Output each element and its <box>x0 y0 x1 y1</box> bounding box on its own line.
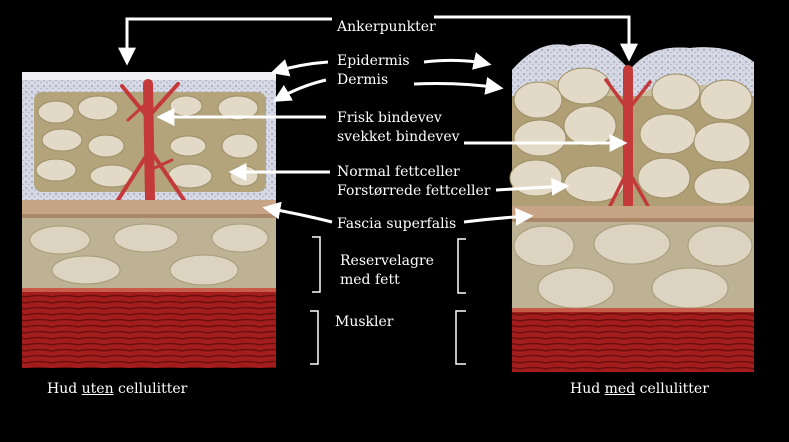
muscle-bracket-left <box>310 310 319 365</box>
label-epidermis: Epidermis <box>337 53 410 69</box>
left-fat-cells <box>35 95 259 189</box>
label-fascia: Fascia superfalis <box>337 216 457 232</box>
fascia-arrow-left <box>262 201 333 224</box>
epidermis-arrow-right <box>423 52 492 70</box>
right-fascia <box>512 206 754 220</box>
label-reserve-line1: Reservelagre <box>340 253 434 269</box>
muscle-bracket-right <box>455 310 466 365</box>
dermis-arrow-right <box>413 76 504 95</box>
label-dermis: Dermis <box>337 72 389 88</box>
label-anchor-points: Ankerpunkter <box>337 19 436 35</box>
left-fascia <box>22 200 276 216</box>
label-reserve-line2: med fett <box>340 272 400 288</box>
reserve-bracket-right <box>457 238 466 294</box>
anchor-arrow-right <box>434 15 638 62</box>
caption-left-emph: uten <box>81 381 114 397</box>
label-healthy-tissue: Frisk bindevev <box>337 110 442 126</box>
reserve-bracket-left <box>312 236 321 293</box>
brackets <box>310 236 466 365</box>
label-normal-fat: Normal fettceller <box>337 164 460 180</box>
caption-left: Hud uten cellulitter <box>47 381 187 398</box>
fascia-arrow-right <box>463 207 534 226</box>
enlarged-fat-arrow <box>495 177 570 196</box>
caption-right-after: cellulitter <box>635 381 709 397</box>
epidermis-arrow-left <box>270 59 329 77</box>
caption-left-before: Hud <box>47 381 82 397</box>
dermis-arrow-left <box>272 78 327 102</box>
skin-with-cellulite <box>509 44 754 372</box>
caption-right-emph: med <box>604 381 636 397</box>
right-muscle <box>512 310 754 372</box>
label-enlarged-fat: Forstørrede fettceller <box>337 183 491 199</box>
arrows <box>118 15 638 226</box>
left-connective-tissue <box>116 79 186 205</box>
anchor-arrow-left <box>118 17 332 66</box>
skin-without-cellulite <box>22 72 276 368</box>
left-muscle <box>22 290 276 368</box>
caption-right-before: Hud <box>570 381 605 397</box>
caption-right: Hud med cellulitter <box>570 381 709 398</box>
label-weak-tissue: svekket bindevev <box>337 129 460 145</box>
label-muscles: Muskler <box>335 314 394 330</box>
caption-left-after: cellulitter <box>113 381 188 397</box>
right-connective-tissue <box>604 65 652 213</box>
right-fat-cells <box>509 67 753 205</box>
